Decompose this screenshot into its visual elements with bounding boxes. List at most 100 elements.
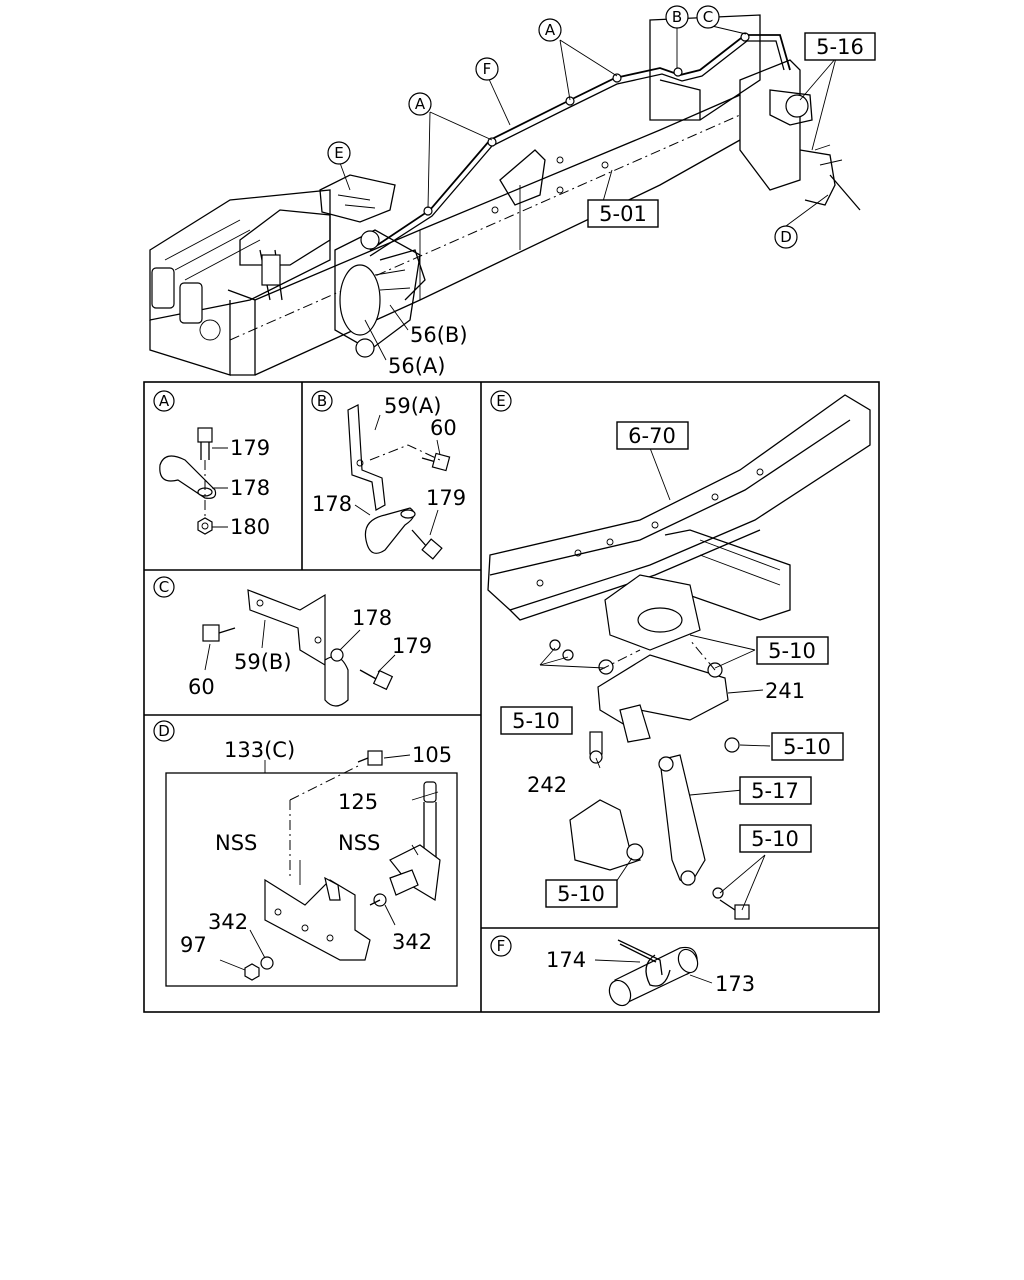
clamp-174-drawing	[617, 939, 671, 987]
ref-box-6-70: 6-70	[616, 421, 689, 450]
callout-a-mid: A	[408, 92, 432, 116]
label-125: 125	[338, 790, 378, 814]
panel-f: F 174 173	[490, 935, 755, 1007]
label-133c: 133(C)	[224, 738, 295, 762]
svg-text:5-01: 5-01	[599, 202, 647, 226]
ref-box-5-10-left: 5-10	[500, 706, 573, 735]
label-105: 105	[412, 743, 452, 767]
label-174: 174	[546, 948, 586, 972]
callout-d: D	[774, 225, 798, 249]
label-178: 178	[230, 476, 270, 500]
pin-125-drawing	[423, 781, 437, 803]
svg-text:D: D	[158, 722, 170, 740]
label-nss-rod: NSS	[338, 831, 380, 855]
ref-box-5-16: 5-16	[804, 32, 876, 61]
svg-text:E: E	[496, 392, 505, 410]
bolt-179-drawing	[411, 529, 443, 560]
panel-d: D 133(C) 105 125 NSS N	[153, 720, 458, 987]
svg-text:F: F	[497, 937, 506, 955]
panel-c: C 60 59(B) 178 179	[153, 576, 432, 707]
svg-text:D: D	[780, 228, 792, 246]
panel-b-id: B	[311, 390, 333, 412]
panel-e-id: E	[490, 390, 512, 412]
bolt-179-drawing	[359, 669, 394, 691]
label-179: 179	[392, 634, 432, 658]
bracket-59b-drawing	[247, 589, 326, 667]
clip-drawing	[159, 455, 217, 499]
svg-text:A: A	[159, 392, 170, 410]
svg-text:5-10: 5-10	[751, 827, 799, 851]
bracket-59a-drawing	[347, 404, 386, 511]
callout-f: F	[475, 57, 499, 81]
panel-c-id: C	[153, 576, 175, 598]
label-173: 173	[715, 972, 755, 996]
panel-a: A 179 178 180	[153, 390, 270, 539]
ref-box-5-10-bottom: 5-10	[545, 879, 618, 908]
callout-e: E	[327, 141, 351, 165]
label-180: 180	[230, 515, 270, 539]
label-242: 242	[527, 773, 567, 797]
svg-text:B: B	[317, 392, 327, 410]
label-59a: 59(A)	[384, 394, 441, 418]
detail-panels-frame	[143, 381, 880, 1013]
svg-text:5-10: 5-10	[768, 639, 816, 663]
label-241: 241	[765, 679, 805, 703]
nut-97-drawing	[244, 963, 260, 981]
label-97: 97	[180, 933, 207, 957]
washer-342-drawing	[260, 956, 274, 970]
bracket-plate-drawing	[264, 878, 371, 961]
svg-text:5-10: 5-10	[557, 882, 605, 906]
engine-block-drawing	[149, 174, 396, 376]
bolt-242-drawing	[589, 731, 603, 764]
svg-text:A: A	[415, 95, 426, 113]
label-56a: 56(A)	[388, 354, 445, 378]
label-178: 178	[352, 606, 392, 630]
svg-text:E: E	[334, 144, 343, 162]
bolt-drawing	[197, 427, 213, 460]
plate-241-drawing	[597, 654, 729, 726]
reservoir-tank-drawing	[649, 14, 861, 211]
panel-d-id: D	[153, 720, 175, 742]
ref-box-5-01: 5-01	[587, 199, 659, 228]
bolt-105-drawing	[357, 750, 383, 766]
panel-e: E	[487, 390, 871, 920]
label-342-washer: 342	[208, 910, 248, 934]
label-60: 60	[188, 675, 215, 699]
svg-text:5-10: 5-10	[512, 709, 560, 733]
bolt-60-drawing	[202, 624, 236, 642]
label-nss-plate: NSS	[215, 831, 257, 855]
overview-illustration: A A B C F E D 5-16	[149, 5, 876, 378]
bolt-342-drawing	[369, 893, 387, 907]
svg-text:5-17: 5-17	[751, 779, 799, 803]
label-179: 179	[230, 436, 270, 460]
callout-a-top: A	[538, 18, 562, 42]
panel-f-id: F	[490, 935, 512, 957]
clip-drawing	[324, 656, 349, 707]
svg-text:B: B	[672, 8, 682, 26]
svg-text:6-70: 6-70	[628, 424, 676, 448]
ref-box-5-10-lower-right: 5-10	[739, 824, 812, 853]
label-178: 178	[312, 492, 352, 516]
label-56b: 56(B)	[410, 323, 468, 347]
label-179: 179	[426, 486, 466, 510]
lower-bracket-drawing	[569, 799, 642, 871]
hydraulic-line-drawing	[369, 32, 791, 257]
ref-box-5-10-right: 5-10	[756, 636, 829, 665]
assembly-133c-frame	[165, 772, 458, 987]
callout-c: C	[696, 5, 720, 29]
svg-text:F: F	[483, 60, 492, 78]
svg-text:5-16: 5-16	[816, 35, 864, 59]
nut-drawing	[197, 517, 213, 535]
svg-text:A: A	[545, 21, 556, 39]
ref-box-5-10-mid: 5-10	[771, 732, 844, 761]
panel-b: B 59(A) 60 178 179	[311, 390, 466, 560]
svg-text:5-10: 5-10	[783, 735, 831, 759]
ref-box-5-17: 5-17	[739, 776, 812, 805]
svg-text:C: C	[159, 578, 169, 596]
callout-b: B	[665, 5, 689, 29]
label-59b: 59(B)	[234, 650, 292, 674]
frame-crossmember-drawing	[487, 394, 871, 621]
label-342-bolt: 342	[392, 930, 432, 954]
pipe-173-drawing	[608, 946, 699, 1007]
